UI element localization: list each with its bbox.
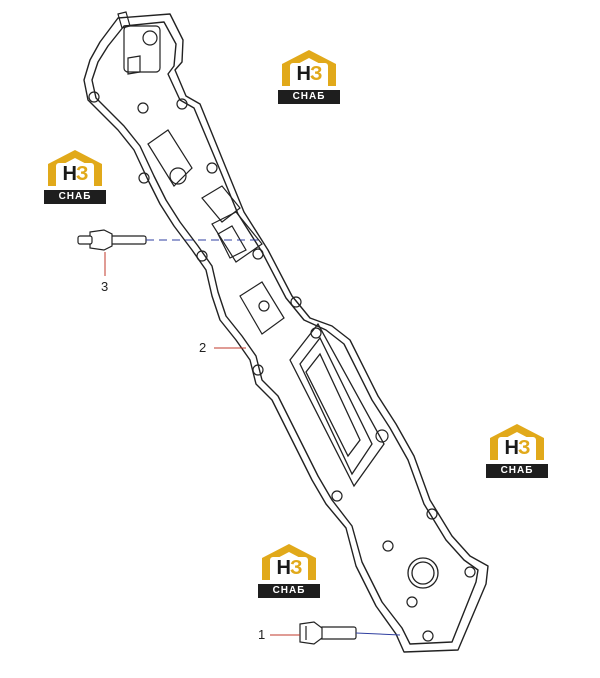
house-roof-icon xyxy=(490,424,544,460)
logo-mark: НЗ xyxy=(498,437,536,459)
logo-mark: НЗ xyxy=(270,557,308,579)
callout-3: 3 xyxy=(101,279,109,294)
callout-2: 2 xyxy=(199,340,207,355)
rectangular-window xyxy=(289,322,385,488)
logo-subtitle: СНАБ xyxy=(44,190,106,204)
bolt-holes xyxy=(88,91,476,642)
brand-logo-top: НЗ СНАБ xyxy=(278,48,340,106)
house-roof-icon xyxy=(48,150,102,186)
bolt-item-1 xyxy=(299,621,357,645)
stud-item-3 xyxy=(77,229,147,251)
logo-mark: НЗ xyxy=(56,163,94,185)
large-port xyxy=(407,557,439,589)
brand-logo-right: НЗ СНАБ xyxy=(486,422,548,480)
small-plate xyxy=(239,281,285,335)
callout-1: 1 xyxy=(258,627,266,642)
logo-mark: НЗ xyxy=(290,63,328,85)
upper-bosses xyxy=(117,11,263,263)
brand-logo-bottom: НЗ СНАБ xyxy=(258,542,320,600)
leader-lines xyxy=(104,239,401,636)
house-roof-icon xyxy=(282,50,336,86)
house-roof-icon xyxy=(262,544,316,580)
logo-subtitle: СНАБ xyxy=(486,464,548,478)
brand-logo-left: НЗ СНАБ xyxy=(44,148,106,206)
logo-subtitle: СНАБ xyxy=(258,584,320,598)
logo-subtitle: СНАБ xyxy=(278,90,340,104)
